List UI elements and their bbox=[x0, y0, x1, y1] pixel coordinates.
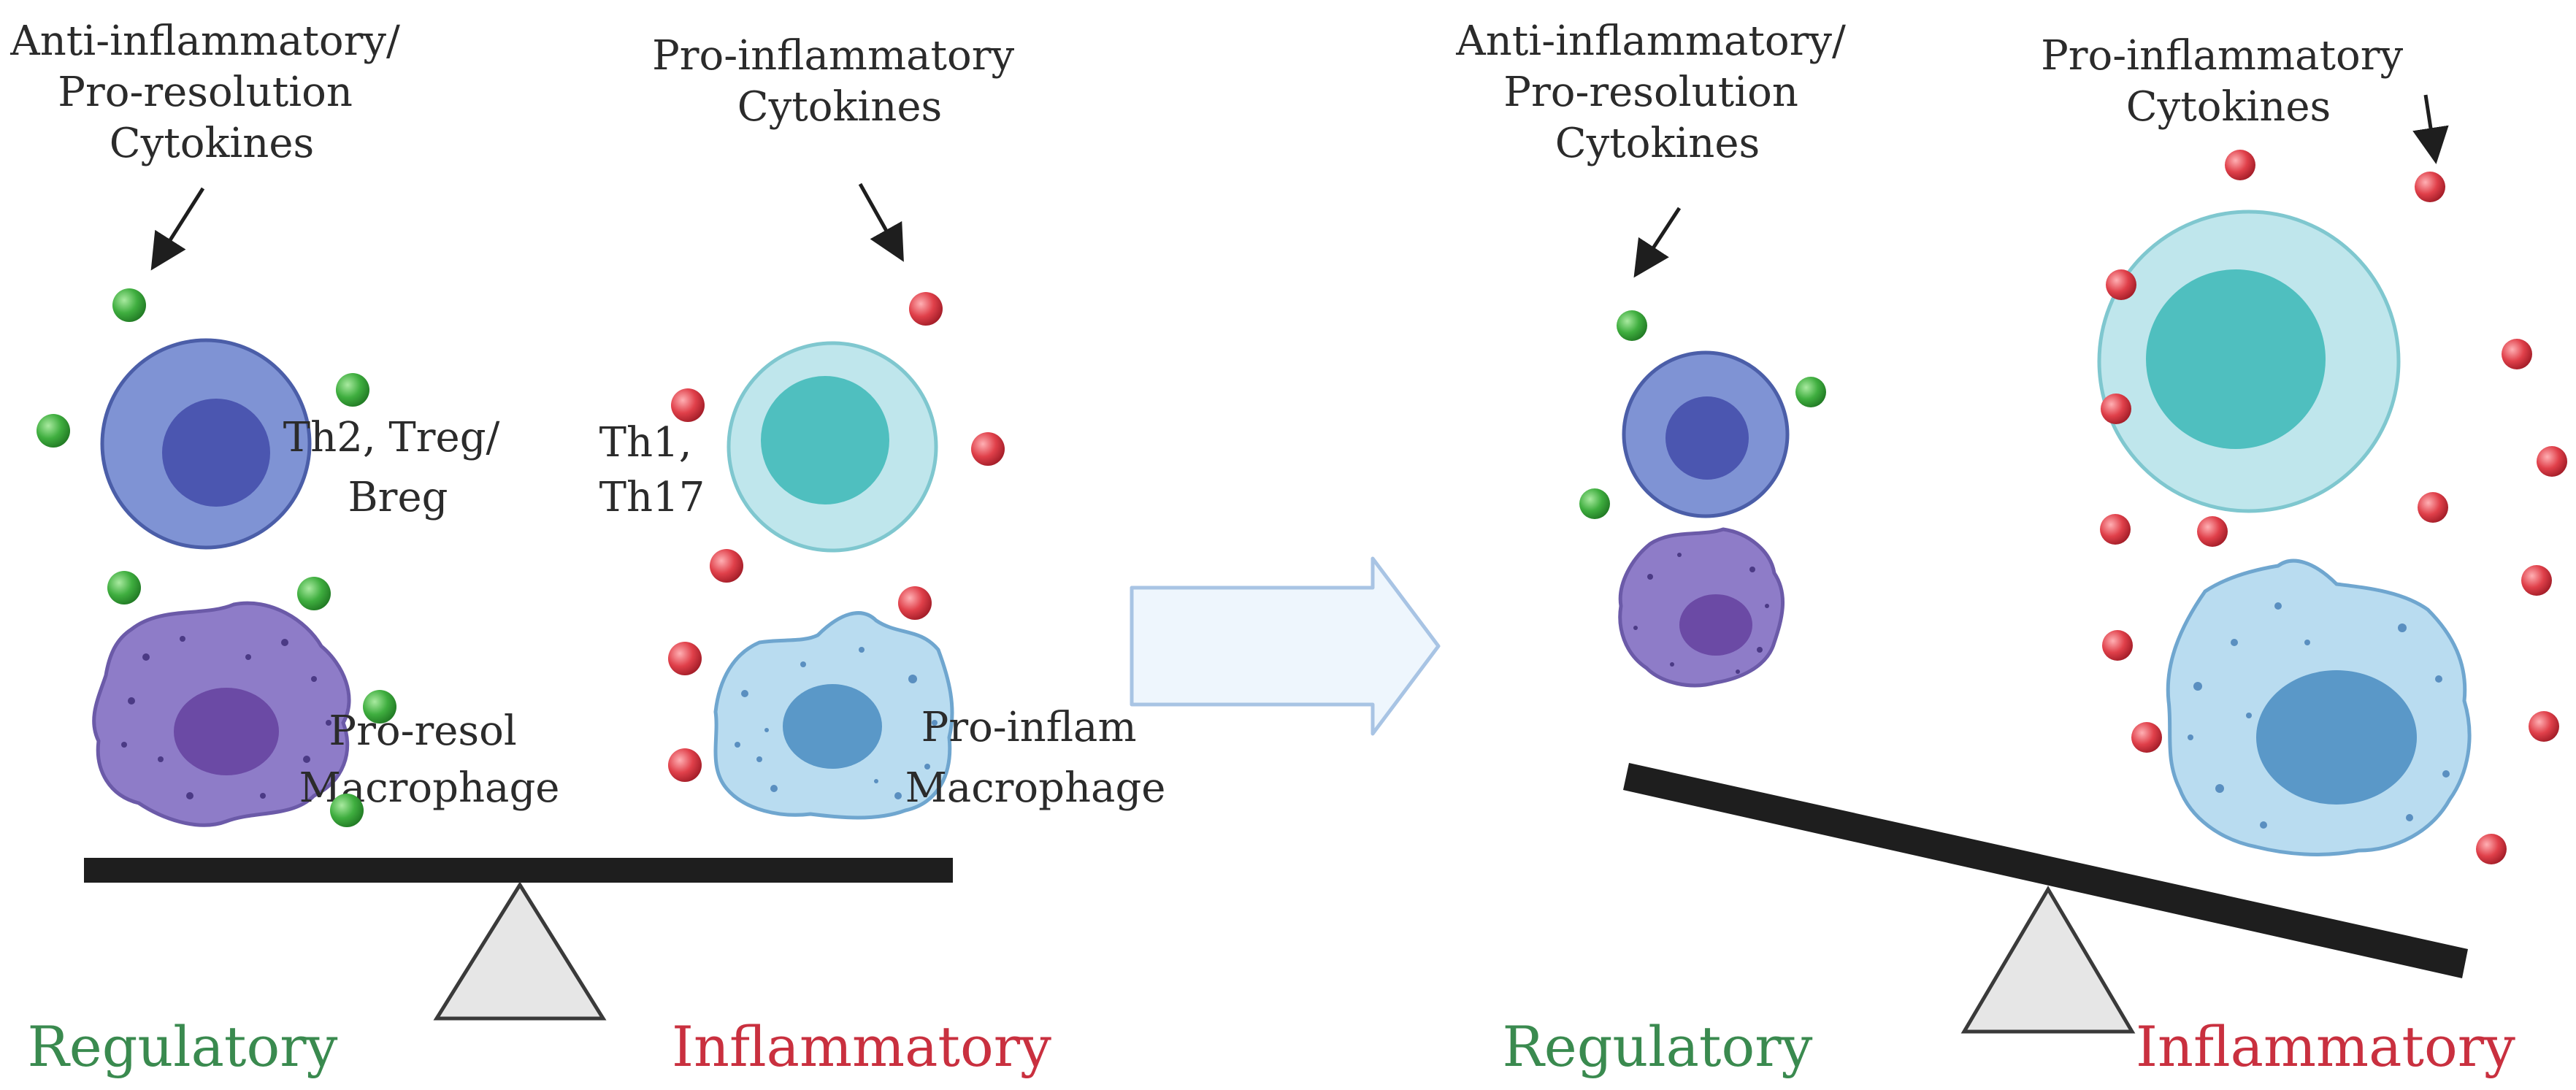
proresol-label-line1: Pro-resol bbox=[329, 707, 516, 755]
left-green-cytokines bbox=[37, 288, 396, 827]
left-inflammatory-label: Inflammatory bbox=[672, 1014, 1051, 1079]
left-anti-label: Anti-inflammatory/ Pro-resolution Cytoki… bbox=[9, 18, 413, 167]
right-anti-arrow bbox=[1633, 207, 1682, 278]
large-proinflam-macrophage bbox=[2166, 559, 2472, 856]
red-cytokine-dot bbox=[2529, 711, 2559, 742]
left-pro-label-line1: Pro-inflammatory bbox=[652, 32, 1014, 80]
left-panel: Anti-inflammatory/ Pro-resolution Cytoki… bbox=[9, 18, 1165, 1079]
proinflam-label-line1: Pro-inflam bbox=[921, 704, 1137, 751]
th1-label-line2: Th17 bbox=[599, 474, 705, 521]
th1-label: Th1, Th17 bbox=[599, 419, 705, 521]
left-regulatory-label: Regulatory bbox=[28, 1014, 338, 1079]
th1-th17-cell bbox=[727, 341, 938, 553]
right-panel: Anti-inflammatory/ Pro-resolution Cytoki… bbox=[1455, 18, 2567, 1079]
red-cytokine-dot bbox=[2521, 565, 2552, 596]
red-cytokine-dot bbox=[2197, 516, 2228, 547]
th2-label-line2: Breg bbox=[348, 474, 448, 521]
red-cytokine-dot bbox=[2415, 172, 2445, 202]
green-cytokine-dot bbox=[112, 288, 146, 322]
green-cytokine-dot bbox=[107, 571, 141, 605]
right-fulcrum bbox=[1960, 886, 2136, 1034]
proinflam-label-line2: Macrophage bbox=[905, 764, 1166, 812]
green-cytokine-dot bbox=[1617, 310, 1647, 341]
left-pro-label: Pro-inflammatory Cytokines bbox=[652, 32, 1027, 131]
red-cytokine-dot bbox=[2102, 630, 2133, 661]
small-th2-cell bbox=[1622, 350, 1790, 518]
red-cytokine-dot bbox=[2476, 834, 2507, 864]
right-pro-label: Pro-inflammatory Cytokines bbox=[2041, 32, 2416, 131]
left-balance-beam bbox=[84, 858, 953, 883]
red-cytokine-dot bbox=[2101, 394, 2131, 424]
right-anti-label-line1: Anti-inflammatory/ bbox=[1455, 18, 1846, 65]
left-anti-label-line1: Anti-inflammatory/ bbox=[9, 18, 400, 65]
green-cytokine-dot bbox=[363, 690, 396, 724]
left-pro-label-line2: Cytokines bbox=[737, 83, 943, 131]
th2-label: Th2, Treg/ Breg bbox=[283, 414, 513, 521]
left-anti-label-line2: Pro-resolution bbox=[58, 69, 353, 116]
left-fulcrum bbox=[433, 881, 607, 1021]
left-pro-arrow bbox=[858, 183, 904, 262]
transition-arrow-icon bbox=[1130, 556, 1441, 736]
left-anti-label-line3: Cytokines bbox=[110, 120, 315, 167]
proinflam-label: Pro-inflam Macrophage bbox=[905, 704, 1166, 812]
right-pro-arrow bbox=[2412, 94, 2449, 164]
right-anti-label-line3: Cytokines bbox=[1555, 120, 1760, 167]
green-cytokine-dot bbox=[336, 373, 369, 407]
left-anti-arrow bbox=[150, 187, 205, 271]
right-green-cytokines bbox=[1579, 310, 1826, 519]
small-proresol-macrophage bbox=[1618, 527, 1785, 688]
red-cytokine-dot bbox=[2537, 446, 2567, 477]
red-cytokine-dot bbox=[2418, 492, 2448, 523]
red-cytokine-dot bbox=[898, 586, 932, 620]
green-cytokine-dot bbox=[330, 794, 364, 827]
right-inflammatory-label: Inflammatory bbox=[2136, 1014, 2515, 1079]
red-cytokine-dot bbox=[2100, 514, 2131, 545]
green-cytokine-dot bbox=[1795, 377, 1826, 407]
green-cytokine-dot bbox=[297, 577, 331, 610]
right-pro-label-line2: Cytokines bbox=[2126, 83, 2331, 131]
th2-treg-cell bbox=[100, 338, 312, 550]
right-regulatory-label: Regulatory bbox=[1503, 1014, 1813, 1079]
red-cytokine-dot bbox=[971, 432, 1005, 466]
right-balance-beam bbox=[1623, 763, 2468, 978]
proinflam-macrophage bbox=[713, 611, 954, 820]
right-anti-label-line2: Pro-resolution bbox=[1503, 69, 1798, 116]
red-cytokine-dot bbox=[2502, 339, 2532, 369]
red-cytokine-dot bbox=[671, 388, 705, 422]
proresol-macrophage bbox=[92, 601, 351, 827]
left-red-cytokines bbox=[668, 292, 1005, 782]
red-cytokine-dot bbox=[668, 748, 702, 782]
th2-label-line1: Th2, Treg/ bbox=[283, 414, 500, 461]
green-cytokine-dot bbox=[37, 414, 70, 448]
red-cytokine-dot bbox=[710, 549, 743, 583]
red-cytokine-dot bbox=[2225, 150, 2255, 180]
red-cytokine-dot bbox=[668, 642, 702, 675]
large-th1-cell bbox=[2097, 210, 2401, 513]
red-cytokine-dot bbox=[2131, 722, 2162, 753]
red-cytokine-dot bbox=[2106, 269, 2136, 300]
th1-label-line1: Th1, bbox=[599, 419, 692, 467]
right-anti-label: Anti-inflammatory/ Pro-resolution Cytoki… bbox=[1455, 18, 1858, 167]
green-cytokine-dot bbox=[1579, 488, 1610, 519]
right-red-cytokines bbox=[2100, 150, 2567, 864]
red-cytokine-dot bbox=[909, 292, 943, 326]
right-pro-label-line1: Pro-inflammatory bbox=[2041, 32, 2403, 80]
proresol-label: Pro-resol Macrophage bbox=[299, 707, 560, 812]
